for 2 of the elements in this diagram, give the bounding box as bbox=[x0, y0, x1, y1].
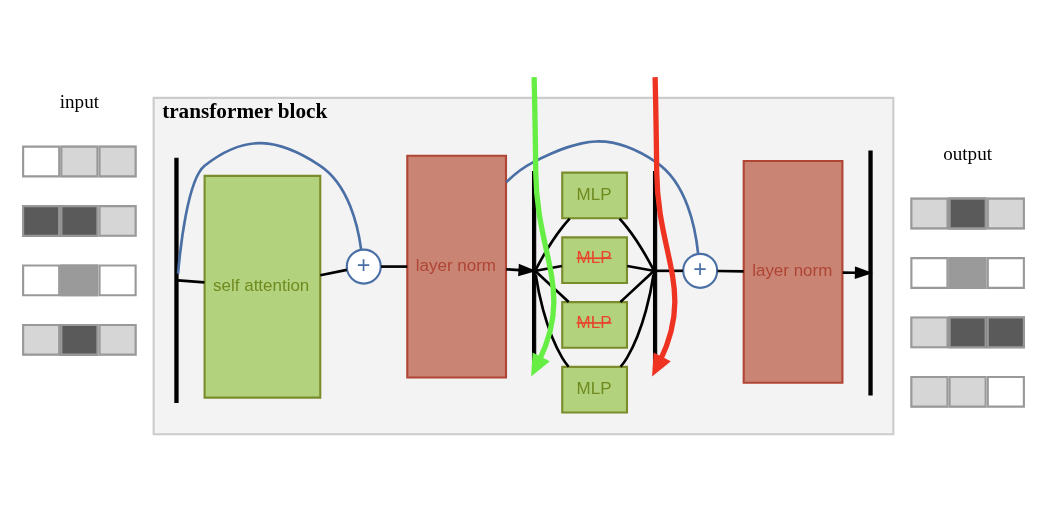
label: input bbox=[59, 90, 99, 112]
label: output bbox=[943, 142, 993, 164]
